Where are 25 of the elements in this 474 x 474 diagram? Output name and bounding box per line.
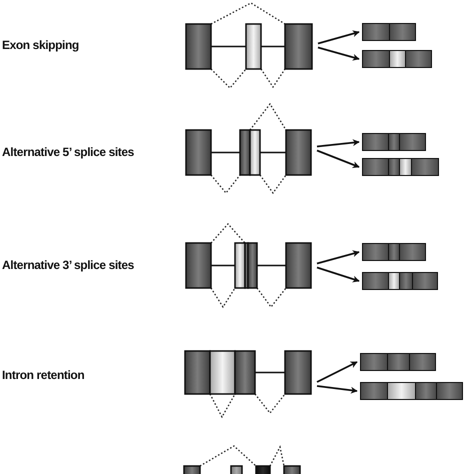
pre-mrna-drawing [185, 223, 312, 308]
transcript-bar [362, 158, 438, 176]
arrow [316, 385, 358, 394]
transcript-bar [362, 243, 426, 261]
splicing-type-label: Intron retention [2, 367, 84, 383]
pre-mrna-drawing [185, 2, 313, 89]
arrow [316, 139, 360, 148]
pre-mrna-drawing [183, 445, 301, 474]
transcript-bar [360, 353, 436, 371]
transcript-bar [362, 50, 432, 68]
arrow [316, 150, 360, 168]
arrow [316, 250, 360, 264]
arrow [318, 30, 360, 44]
arrow [316, 266, 360, 282]
splicing-type-label: Exon skipping [2, 37, 79, 53]
transcript-bar [360, 382, 462, 400]
pre-mrna-drawing [185, 103, 312, 194]
splicing-type-label: Alternative 3’ splice sites [2, 257, 134, 273]
arrow [316, 361, 358, 383]
transcript-bar [362, 272, 438, 290]
splicing-type-label: Alternative 5’ splice sites [2, 144, 134, 160]
arrow [318, 46, 360, 61]
transcript-bar [362, 23, 416, 41]
transcript-bar [362, 133, 426, 151]
pre-mrna-drawing [184, 350, 312, 418]
